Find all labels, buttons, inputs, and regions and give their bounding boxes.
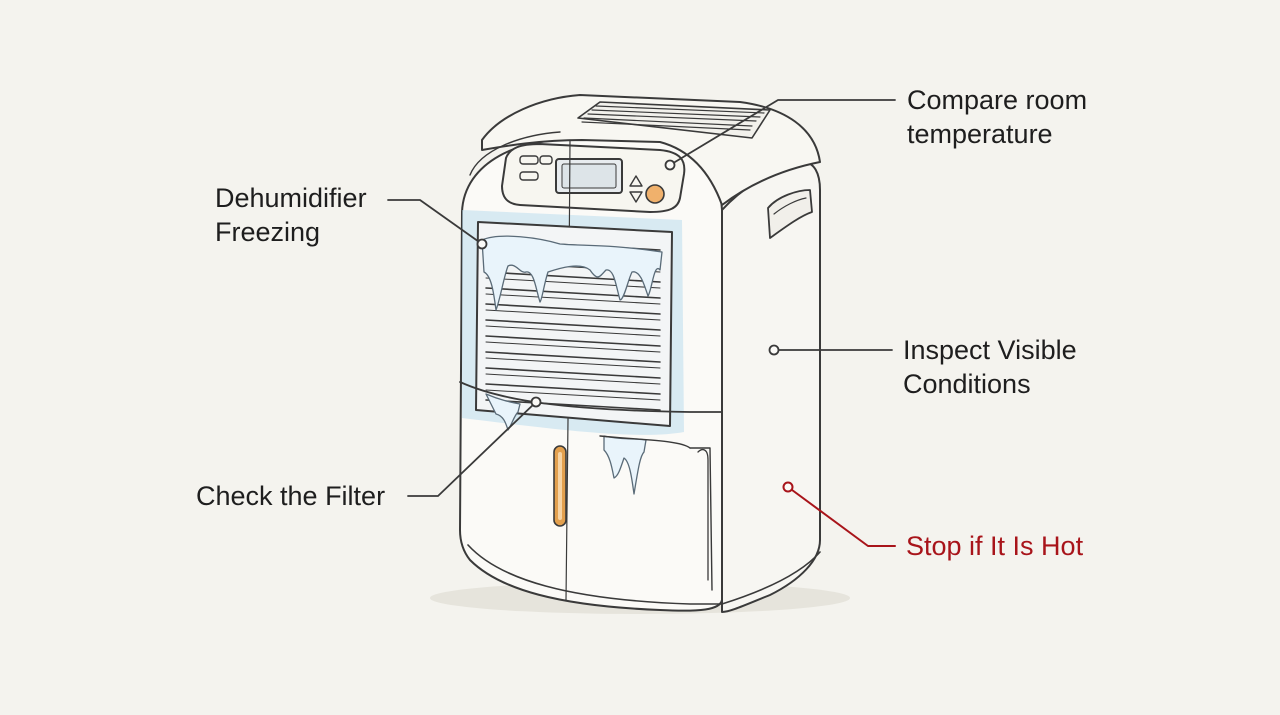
down-arrow-icon [629,191,643,203]
callout-stop-hot: Stop if It Is Hot [906,529,1083,563]
callout-inspect: Inspect Visible Conditions [903,333,1077,401]
callout-freezing: Dehumidifier Freezing [215,181,367,249]
leader-stop-hot [787,486,896,547]
callout-inspect-line2: Conditions [903,369,1031,399]
power-knob-icon [645,184,665,204]
leader-freezing [387,199,483,245]
callout-freezing-line1: Dehumidifier [215,183,367,213]
callout-dot-icon [664,159,676,171]
callout-filter: Check the Filter [196,479,385,513]
callout-dot-icon [782,481,794,493]
callout-freezing-line2: Freezing [215,217,321,247]
callout-dot-icon [768,344,780,356]
callout-compare-room-line1: Compare room [907,85,1088,115]
callout-dot-icon [476,238,488,250]
callout-dot-icon [530,396,542,408]
dehumidifier-illustration [430,94,850,614]
leader-compare-room [669,99,896,166]
callout-filter-line1: Check the Filter [196,481,386,511]
callout-compare-room-line2: temperature [907,119,1053,149]
callout-stop-hot-line1: Stop if It Is Hot [906,531,1084,561]
leader-filter [407,401,537,497]
up-arrow-icon [629,175,643,187]
callout-inspect-line1: Inspect Visible [903,335,1077,365]
callout-compare-room: Compare room temperature [907,83,1087,151]
